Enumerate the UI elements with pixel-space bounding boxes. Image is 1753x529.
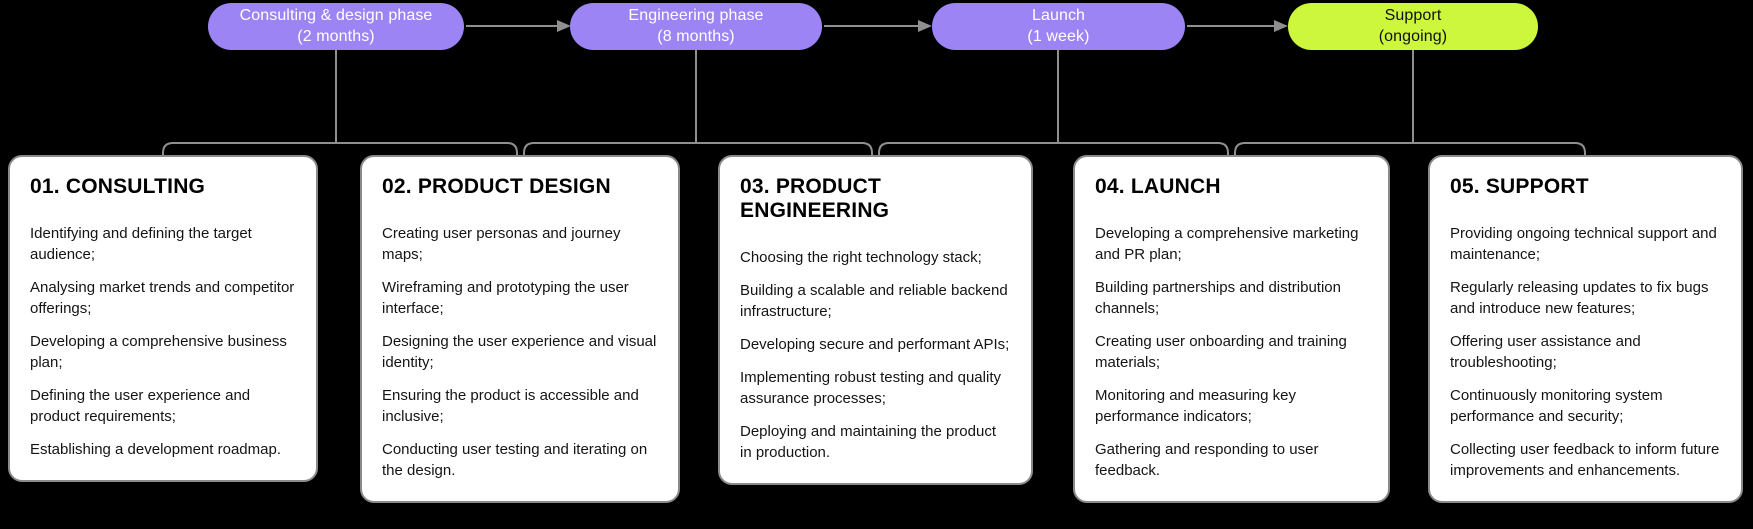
card-title: 02. PRODUCT DESIGN xyxy=(382,175,611,198)
card-item: Collecting user feedback to inform futur… xyxy=(1450,441,1720,479)
card-item: Choosing the right technology stack; xyxy=(740,249,982,266)
card-item: Regularly releasing updates to fix bugs … xyxy=(1450,279,1709,317)
phase-label: Consulting & design phase xyxy=(239,6,433,24)
card-item: Implementing robust testing and quality … xyxy=(740,369,1001,407)
card-item: Defining the user experience and product… xyxy=(30,387,251,425)
card-item: Building partnerships and distribution c… xyxy=(1095,279,1341,317)
card-item: Ensuring the product is accessible and i… xyxy=(382,387,639,425)
card-item: Developing a comprehensive marketing and… xyxy=(1095,225,1359,263)
connector-bracket xyxy=(162,142,518,156)
card-item: Offering user assistance and troubleshoo… xyxy=(1450,333,1641,371)
phase-pill-engineering: Engineering phase (8 months) xyxy=(570,3,822,50)
phase-label: Engineering phase xyxy=(628,6,764,24)
card-item: Gathering and responding to user feedbac… xyxy=(1095,441,1319,479)
card-item: Developing secure and performant APIs; xyxy=(740,336,1010,353)
card-item: Conducting user testing and iterating on… xyxy=(382,441,648,479)
card-item: Creating user personas and journey maps; xyxy=(382,225,621,263)
card-item: Continuously monitoring system performan… xyxy=(1450,387,1663,425)
arrow-right-icon xyxy=(466,20,571,32)
card-item: Developing a comprehensive business plan… xyxy=(30,333,287,371)
card-item: Establishing a development roadmap. xyxy=(30,441,281,458)
phase-pill-support: Support (ongoing) xyxy=(1288,3,1538,50)
card-product-design: 02. PRODUCT DESIGN Creating user persona… xyxy=(360,155,680,503)
card-item: Creating user onboarding and training ma… xyxy=(1095,333,1347,371)
card-item: Wireframing and prototyping the user int… xyxy=(382,279,629,317)
card-consulting: 01. CONSULTING Identifying and defining … xyxy=(8,155,318,482)
card-title: 04. LAUNCH xyxy=(1095,175,1221,198)
card-support: 05. SUPPORT Providing ongoing technical … xyxy=(1428,155,1743,503)
card-title: 01. CONSULTING xyxy=(30,175,206,198)
arrow-right-icon xyxy=(1187,20,1288,32)
phase-duration: (8 months) xyxy=(657,27,735,45)
connector-bracket xyxy=(1234,142,1586,156)
phase-pill-consulting-design: Consulting & design phase (2 months) xyxy=(208,3,464,50)
connector-bracket xyxy=(523,142,873,156)
card-item: Building a scalable and reliable backend… xyxy=(740,282,1008,320)
phase-pill-launch: Launch (1 week) xyxy=(932,3,1185,50)
card-item: Deploying and maintaining the product in… xyxy=(740,423,997,461)
phase-duration: (ongoing) xyxy=(1378,27,1448,45)
connector-bracket xyxy=(878,142,1229,156)
card-launch: 04. LAUNCH Developing a comprehensive ma… xyxy=(1073,155,1390,503)
phase-duration: (1 week) xyxy=(1027,27,1090,45)
card-product-engineering: 03. PRODUCT ENGINEERING Choosing the rig… xyxy=(718,155,1033,485)
card-item: Monitoring and measuring key performance… xyxy=(1095,387,1296,425)
card-item: Analysing market trends and competitor o… xyxy=(30,279,295,317)
phase-duration: (2 months) xyxy=(297,27,375,45)
phase-label: Support xyxy=(1384,6,1442,24)
card-item: Designing the user experience and visual… xyxy=(382,333,657,371)
card-title: 03. PRODUCT ENGINEERING xyxy=(740,175,890,222)
arrow-right-icon xyxy=(824,20,932,32)
card-item: Identifying and defining the target audi… xyxy=(30,225,252,263)
card-item: Providing ongoing technical support and … xyxy=(1450,225,1717,263)
phase-label: Launch xyxy=(1031,6,1086,24)
card-title: 05. SUPPORT xyxy=(1450,175,1589,198)
